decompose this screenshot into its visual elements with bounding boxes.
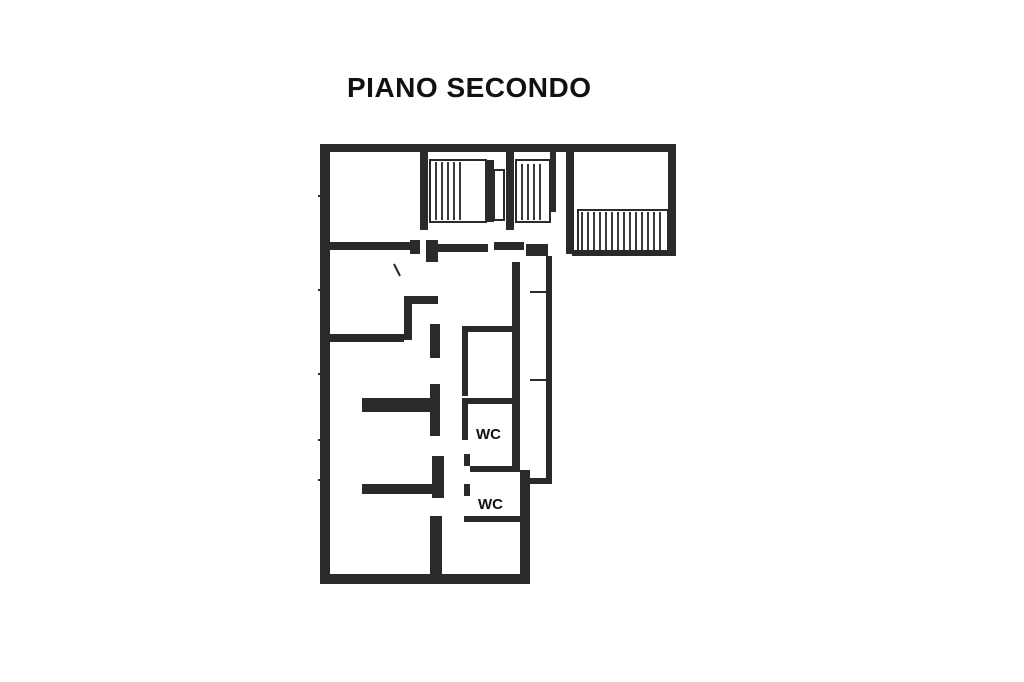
door-details	[318, 195, 546, 481]
plan-title: PIANO SECONDO	[347, 72, 592, 103]
middle-partitions	[330, 262, 520, 472]
lower-partitions	[362, 384, 520, 578]
room-label-wc: WC	[478, 496, 503, 513]
staircase	[429, 159, 551, 223]
room-label-wc: WC	[476, 426, 501, 443]
terrace-hatching	[577, 209, 669, 253]
upper-partitions	[330, 152, 556, 262]
